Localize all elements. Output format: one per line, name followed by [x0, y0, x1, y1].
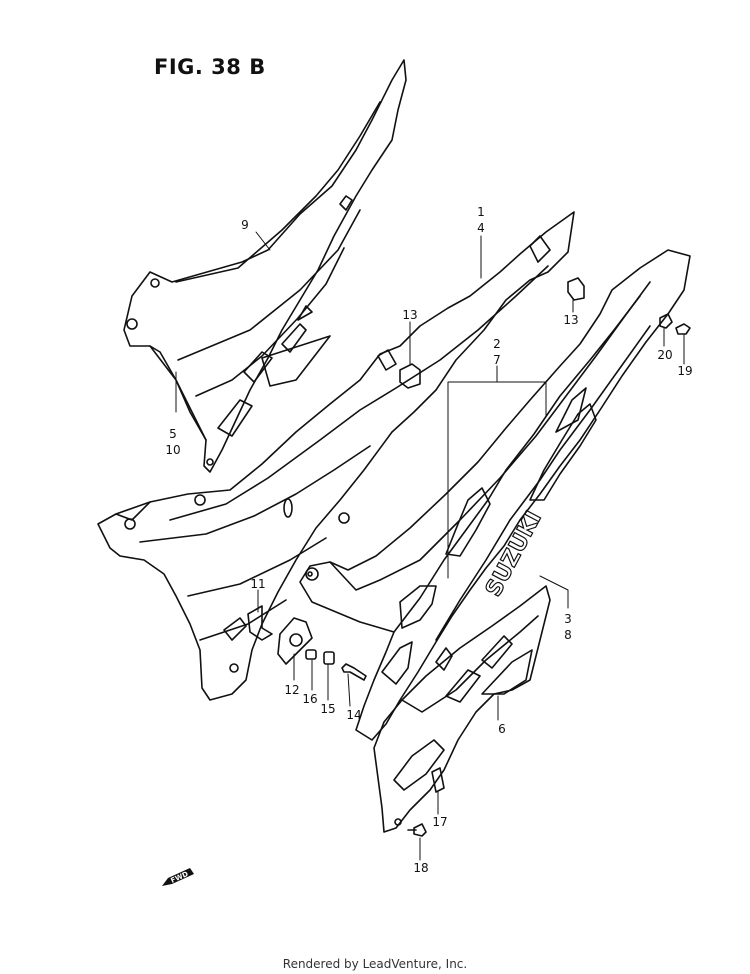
frame-cover-part	[97, 211, 575, 701]
lower-cover-part	[373, 585, 551, 833]
callout-9: 9	[241, 218, 249, 232]
damper-12	[277, 617, 313, 665]
footer-credit: Rendered by LeadVenture, Inc.	[282, 957, 468, 971]
callout-14: 14	[346, 708, 362, 722]
grommet-13b	[567, 277, 585, 301]
callout-7: 7	[493, 353, 501, 367]
callout-2: 2	[493, 337, 501, 351]
outer-side-cover-part	[299, 249, 691, 741]
figure-title: FIG. 38 B	[154, 55, 266, 79]
callout-18: 18	[413, 861, 429, 875]
screw-18	[407, 823, 427, 837]
bracket-11	[247, 605, 273, 641]
fwd-arrow-icon: FWD	[162, 868, 194, 886]
callout-10: 10	[165, 443, 181, 457]
collar-16	[305, 649, 317, 660]
callout-17: 17	[432, 815, 448, 829]
callout-13-right: 13	[563, 313, 579, 327]
bolt-14	[341, 663, 367, 681]
callout-15: 15	[320, 702, 336, 716]
leader-lines	[175, 231, 685, 861]
callout-4: 4	[477, 221, 485, 235]
clip-17	[431, 767, 445, 793]
callout-11: 11	[250, 577, 266, 591]
callout-20: 20	[657, 348, 673, 362]
fwd-label: FWD	[170, 870, 190, 885]
small-fasteners	[247, 277, 691, 837]
callout-12: 12	[284, 683, 300, 697]
grommet-13a	[399, 363, 421, 389]
callout-1: 1	[477, 205, 485, 219]
nut-20	[659, 313, 673, 329]
callout-5: 5	[169, 427, 177, 441]
suzuki-decal: SUZUKI	[481, 507, 547, 601]
screw-19	[675, 323, 691, 335]
callout-16: 16	[302, 692, 318, 706]
callout-8: 8	[564, 628, 572, 642]
callout-6: 6	[498, 722, 506, 736]
upper-side-cover-part	[123, 59, 407, 473]
callout-13-upper: 13	[402, 308, 418, 322]
callout-19: 19	[677, 364, 693, 378]
washer-15	[323, 651, 335, 665]
callout-3: 3	[564, 612, 572, 626]
